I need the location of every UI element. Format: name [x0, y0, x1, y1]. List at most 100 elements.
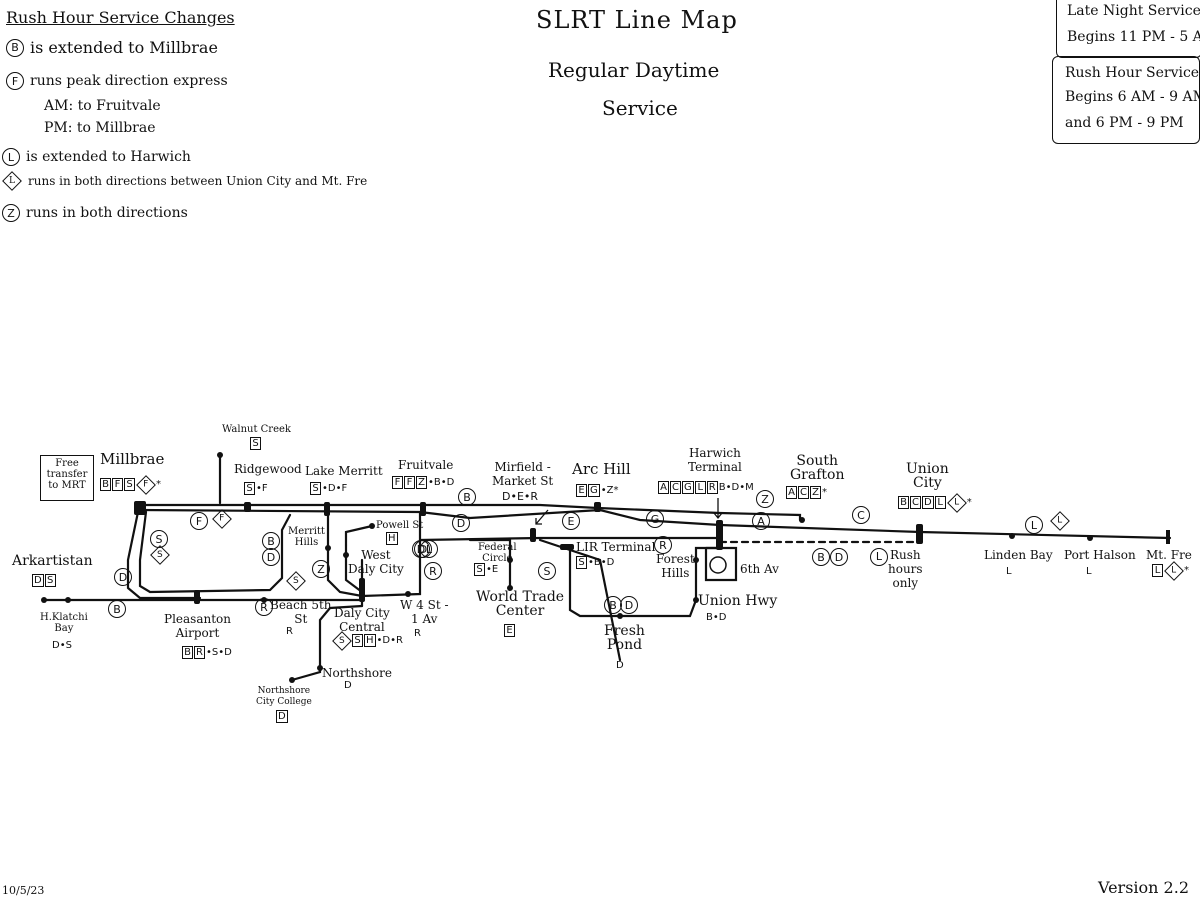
- line-f-badge: F: [6, 72, 24, 90]
- station-hiklatchi-services: D•S: [52, 640, 72, 651]
- station-northshore-services: D: [344, 680, 352, 691]
- station-bar-arc-hill: [594, 502, 601, 512]
- station-arc-hill-name: Arc Hill: [572, 460, 631, 478]
- station-bar-harwich: [716, 520, 723, 550]
- track-express: [418, 536, 722, 542]
- line-f-diamond: F: [136, 475, 156, 495]
- line-m-circle: [709, 556, 727, 574]
- station-bar-millbrae: [134, 501, 146, 515]
- rush-change-f-am: AM: to Fruitvale: [44, 98, 161, 114]
- rush-only-note: L Rush hours only: [870, 548, 923, 590]
- late-night-hours: Begins 11 PM - 5 AM: [1067, 29, 1200, 45]
- track-northshore: [290, 604, 364, 682]
- station-fruitvale-name: Fruitvale: [398, 458, 454, 472]
- track-main-south: [138, 508, 1172, 540]
- station-dot-powell: [369, 523, 375, 529]
- map-subtitle-service: Service: [602, 96, 678, 120]
- station-dot-west-daly: [343, 552, 349, 558]
- station-dot-south-grafton: [799, 517, 805, 523]
- station-dot-walnut-creek: [217, 452, 223, 458]
- rush-change-b: B is extended to Millbrae: [6, 38, 218, 57]
- station-bar-lir: [560, 544, 574, 550]
- station-dot-wtc: [507, 585, 513, 591]
- station-dot-northshore-college: [289, 677, 295, 683]
- line-z-badge: Z: [2, 204, 20, 222]
- rush-change-l: L is extended to Harwich: [2, 148, 191, 166]
- station-bar-fruitvale: [420, 502, 426, 516]
- rush-change-z: Z runs in both directions: [2, 204, 188, 222]
- route-badge-s: S: [150, 530, 168, 548]
- route-badge-r: R: [654, 536, 672, 554]
- station-walnut-creek-name: Walnut Creek: [222, 424, 291, 435]
- station-federal-services: S•E: [474, 563, 498, 576]
- rush-changes-heading: Rush Hour Service Changes: [6, 8, 235, 27]
- route-badge-z: Z: [312, 560, 330, 578]
- rush-hour-title: Rush Hour Service: [1065, 65, 1200, 81]
- station-dot-union-hwy: [693, 597, 699, 603]
- station-lir-name: LIR Terminal: [576, 540, 656, 554]
- station-walnut-creek-services: S: [250, 437, 262, 450]
- station-mirfield-name: Mirfield -Market St: [492, 460, 554, 488]
- station-bar-union-city: [916, 524, 923, 544]
- track-federal: [468, 538, 512, 590]
- station-dot-northshore: [317, 665, 323, 671]
- station-bar-mt-fre: [1166, 530, 1170, 544]
- rush-hour-panel: Rush Hour Service Begins 6 AM - 9 AM and…: [1052, 56, 1200, 144]
- station-beach5-services: R: [286, 626, 293, 637]
- station-powell-name: Powell St: [376, 520, 424, 531]
- station-dot-merritt-hills: [325, 545, 331, 551]
- line-s-diamond: S: [332, 631, 352, 651]
- map-subtitle: Regular Daytime: [548, 58, 720, 82]
- station-6th-av-name: 6th Av: [740, 562, 779, 576]
- route-badge-b: B: [108, 600, 126, 618]
- station-dot-federal: [507, 557, 513, 563]
- station-ridgewood-name: Ridgewood: [234, 462, 302, 476]
- version-label: Version 2.2: [1098, 878, 1189, 897]
- route-badge-a: A: [752, 512, 770, 530]
- station-dot-forest-hills: [693, 557, 699, 563]
- route-badge-f: F: [190, 512, 208, 530]
- line-b-badge: B: [6, 38, 24, 57]
- station-port-halson-services: L: [1086, 566, 1092, 577]
- route-badge-z: Z: [756, 490, 774, 508]
- station-bar-mirfield: [530, 528, 536, 542]
- line-l-badge: L: [2, 148, 20, 166]
- station-dot-port-halson: [1087, 535, 1093, 541]
- rush-change-l-diamond: L runs in both directions between Union …: [2, 171, 367, 191]
- rush-change-f-pm: PM: to Millbrae: [44, 120, 156, 136]
- route-badge-s: S: [538, 562, 556, 580]
- station-bar-daly-central: [359, 578, 365, 602]
- route-badge-b: B: [458, 488, 476, 506]
- station-millbrae-name: Millbrae: [100, 450, 165, 468]
- route-badge-c: C: [852, 506, 870, 524]
- map-title: SLRT Line Map: [536, 6, 738, 34]
- station-dot-linden-bay: [1009, 533, 1015, 539]
- free-transfer-note: Free transfer to MRT: [40, 455, 94, 501]
- route-badge-l: L: [420, 540, 438, 558]
- rush-hour-hours-pm: and 6 PM - 9 PM: [1065, 115, 1184, 131]
- station-dot-w4st: [405, 591, 411, 597]
- track-lir: [568, 546, 722, 618]
- arrow-harwich: [713, 498, 723, 520]
- station-dot-arkartistan: [41, 597, 47, 603]
- station-dot-hiklatchi: [65, 597, 71, 603]
- station-lir-services: S•B•D: [576, 556, 614, 569]
